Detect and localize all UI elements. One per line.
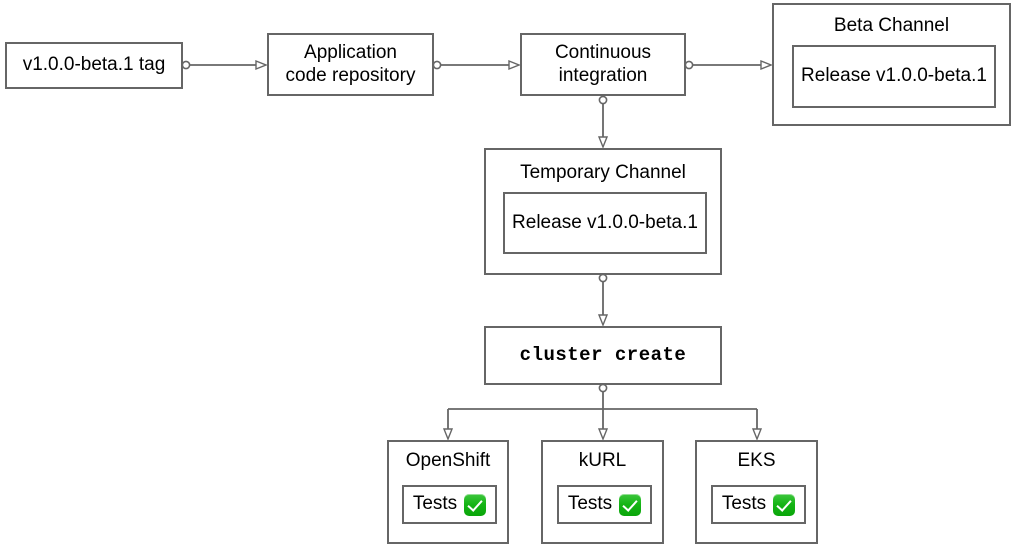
node-application-code-repository[interactable]: Application code repository — [267, 33, 434, 96]
edge-temp-to-cluster — [599, 273, 606, 324]
node-temporary-channel-release-label: Release v1.0.0-beta.1 — [512, 211, 698, 233]
kurl-tests-row: Tests — [567, 493, 642, 516]
node-cluster-create[interactable]: cluster create — [484, 326, 722, 385]
node-temporary-channel-release[interactable]: Release v1.0.0-beta.1 — [503, 192, 707, 254]
node-kurl-tests-label: Tests — [567, 493, 613, 515]
node-eks-tests-label: Tests — [721, 493, 767, 515]
openshift-tests-row: Tests — [412, 493, 487, 516]
node-beta-channel-release[interactable]: Release v1.0.0-beta.1 — [792, 45, 996, 108]
node-eks-title: EKS — [737, 450, 776, 471]
node-kurl-tests[interactable]: Tests — [557, 485, 652, 524]
node-eks-tests[interactable]: Tests — [711, 485, 806, 524]
node-openshift-tests-label: Tests — [412, 493, 458, 515]
edge-tag-to-repo — [181, 61, 265, 68]
node-beta-channel-title: Beta Channel — [833, 15, 950, 36]
node-openshift-title: OpenShift — [405, 450, 491, 471]
green-check-icon — [619, 493, 642, 516]
edge-ci-to-beta — [684, 61, 770, 68]
node-continuous-integration-label: Continuous integration — [554, 42, 652, 86]
node-tag[interactable]: v1.0.0-beta.1 tag — [5, 42, 183, 89]
node-beta-channel-release-label: Release v1.0.0-beta.1 — [801, 65, 987, 87]
node-temporary-channel[interactable]: Temporary Channel Release v1.0.0-beta.1 — [484, 148, 722, 275]
green-check-icon — [773, 493, 796, 516]
node-kurl[interactable]: kURL Tests — [541, 440, 664, 544]
node-application-code-repository-label: Application code repository — [285, 42, 416, 86]
edge-ci-to-temp — [599, 95, 606, 146]
node-kurl-title: kURL — [578, 450, 627, 471]
node-openshift-tests[interactable]: Tests — [402, 485, 497, 524]
green-check-icon — [464, 493, 487, 516]
node-beta-channel[interactable]: Beta Channel Release v1.0.0-beta.1 — [772, 3, 1011, 126]
node-tag-label: v1.0.0-beta.1 tag — [22, 54, 166, 76]
edge-repo-to-ci — [432, 61, 518, 68]
node-openshift[interactable]: OpenShift Tests — [387, 440, 509, 544]
node-cluster-create-label: cluster create — [519, 344, 687, 367]
edge-cluster-to-targets — [448, 383, 757, 438]
eks-tests-row: Tests — [721, 493, 796, 516]
node-continuous-integration[interactable]: Continuous integration — [520, 33, 686, 96]
node-eks[interactable]: EKS Tests — [695, 440, 818, 544]
node-temporary-channel-title: Temporary Channel — [520, 162, 686, 183]
